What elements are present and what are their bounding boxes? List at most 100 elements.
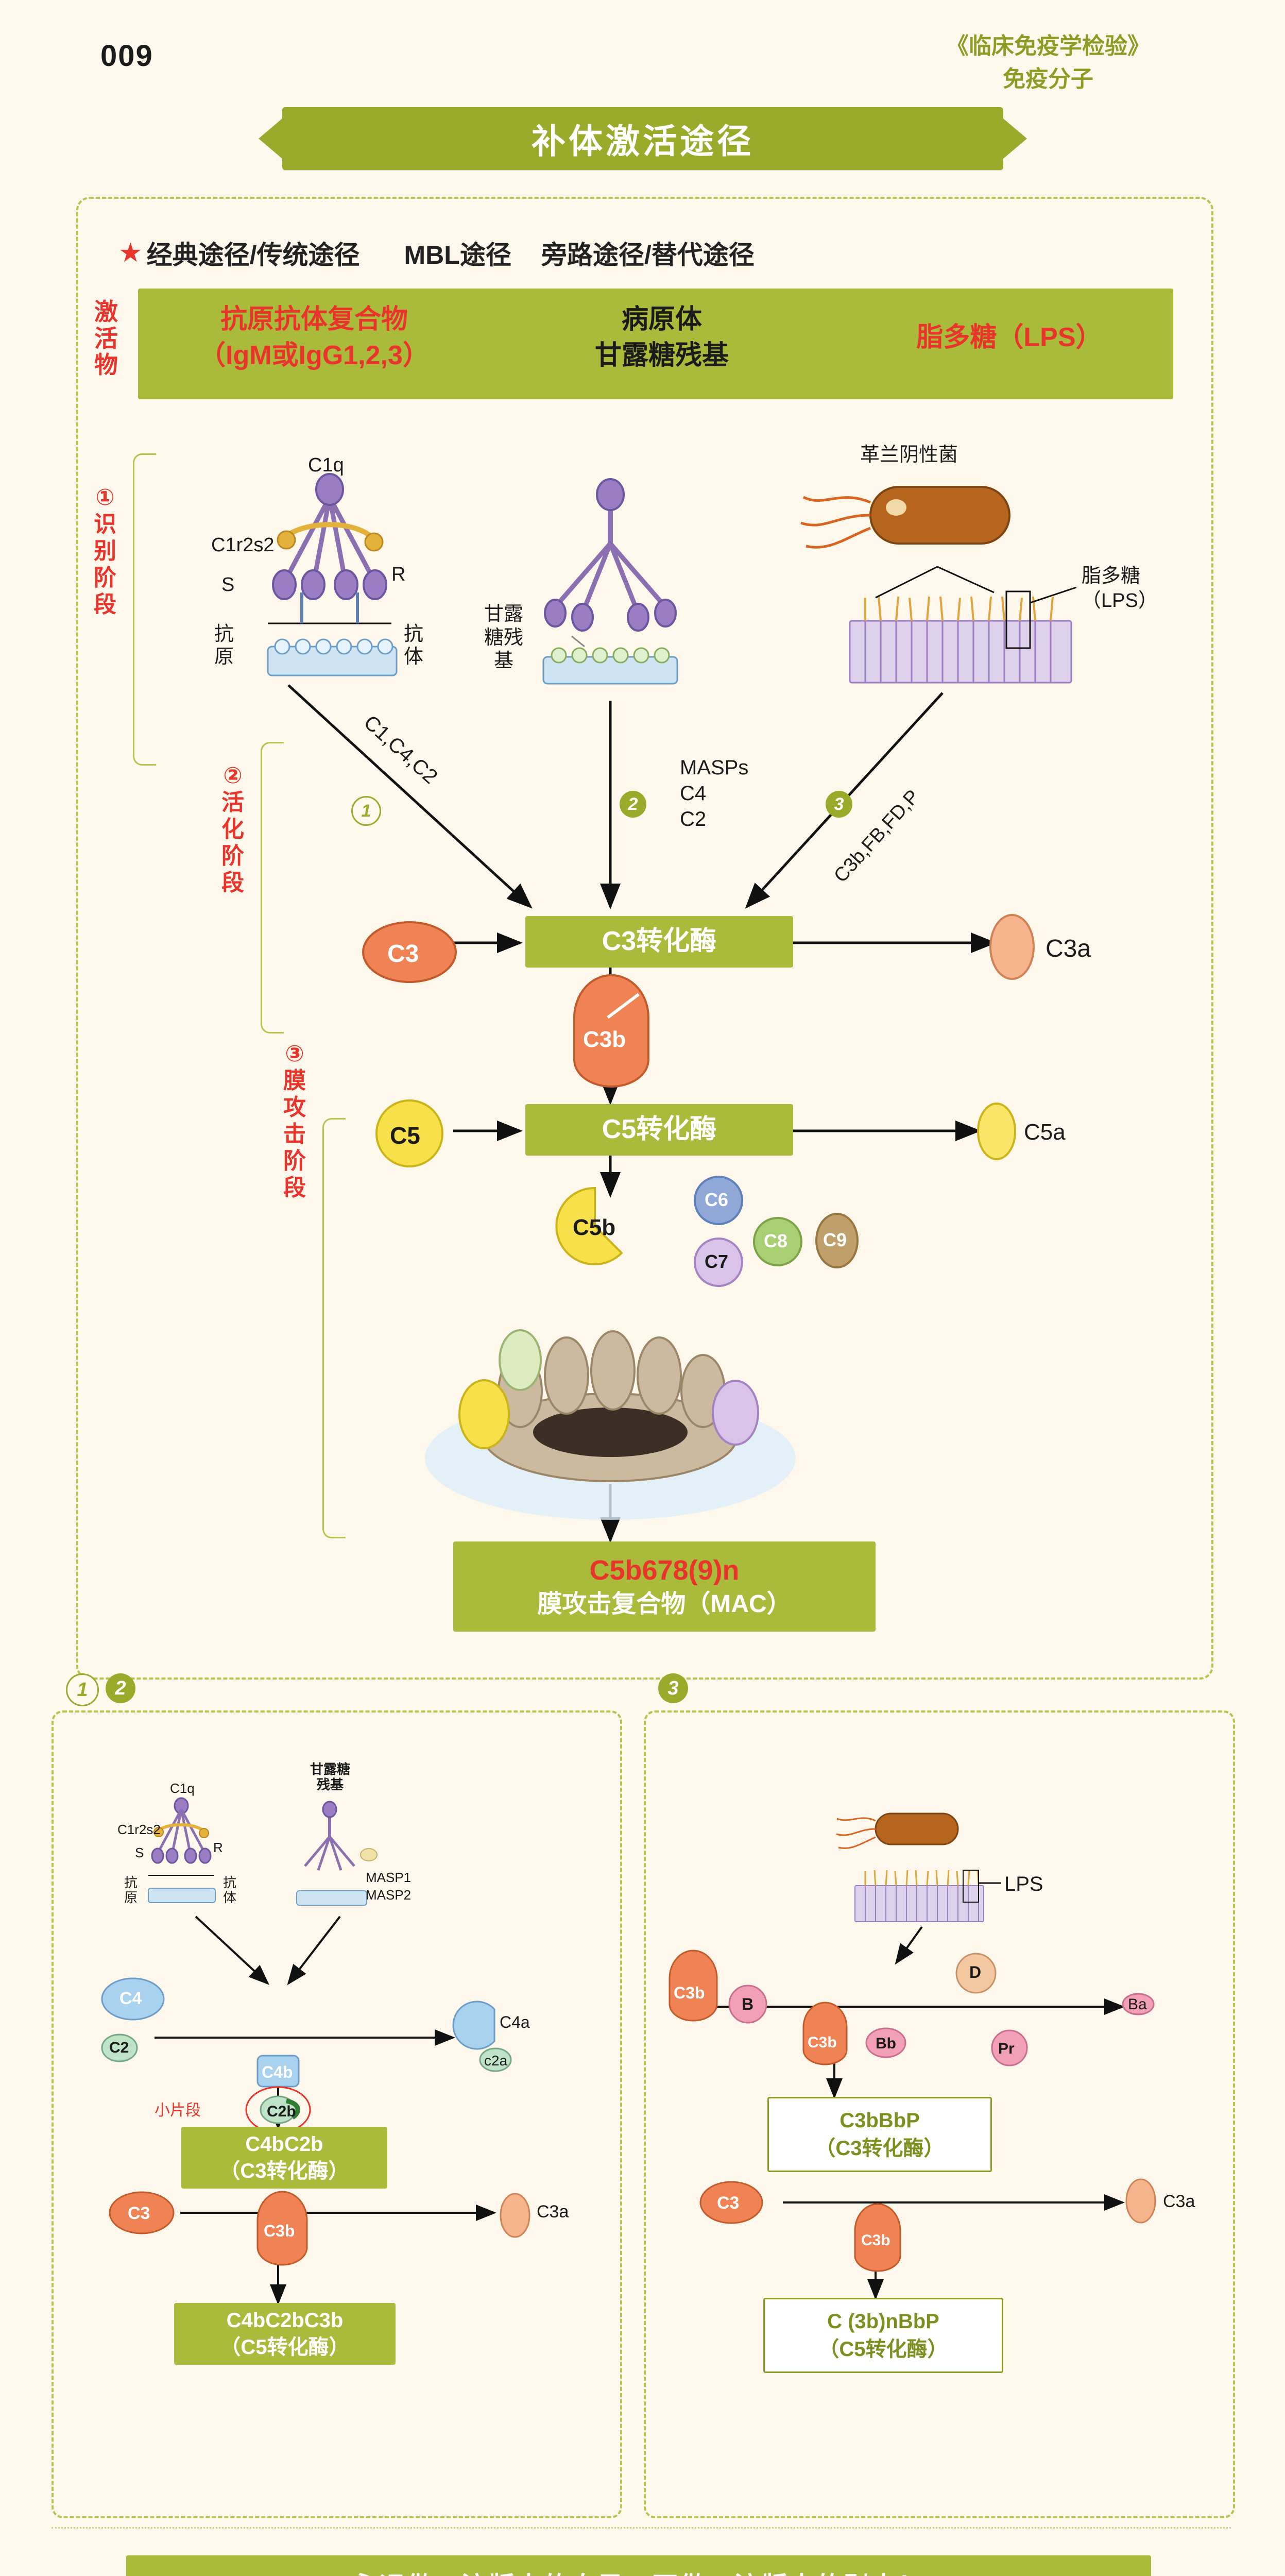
label-mannose: 甘露糖残基 [484,603,523,672]
c3a-shape [989,914,1035,980]
antigen-text: 抗原 [214,623,234,668]
label-c1q: C1q [308,454,344,476]
sub-label-c3a-left: C3a [537,2202,569,2222]
step-1-badge: 1 [351,796,381,826]
label-c5b: C5b [573,1215,616,1240]
sub-label-c3a-right: C3a [1163,2192,1195,2211]
c3bbbp-line1: C3bBbP [839,2109,920,2132]
c3nbbp-line2: （C5转化酶） [818,2338,948,2361]
pathway-row: ★ 经典途径/传统途径 MBL途径 旁路途径/替代途径 [118,234,1174,272]
label-c5: C5 [390,1122,420,1149]
c3-shape [362,921,457,983]
sub-label-c4b: C4b [262,2063,293,2081]
sub-label-masp2: MASP2 [366,1887,412,1903]
lps-membrane-icon [849,566,1077,684]
sub-label-c1r2s2: C1r2s2 [117,1822,161,1837]
activator-classical: 抗原抗体复合物 （IgM或IgG1,2,3） [155,301,474,374]
c4bc2b-line2: （C3转化酶） [219,2160,349,2182]
sub-label-antigen: 抗原 [124,1875,138,1905]
activator-classical-line2: （IgM或IgG1,2,3） [199,341,430,371]
c4bc2b-box: C4bC2b （C3转化酶） [181,2127,387,2189]
sub-label-c3b-r3: C3b [861,2232,890,2249]
step-2-badge: 2 [620,791,646,818]
sub-label-pr: Pr [998,2040,1015,2057]
c9-shape [815,1213,859,1268]
sub-badge-3: 3 [658,1673,688,1703]
activator-classical-line1: 抗原抗体复合物 [220,304,408,334]
c2-text: C2 [680,808,707,831]
label-c6: C6 [705,1189,729,1210]
label-gram-negative: 革兰阴性菌 [860,444,958,466]
mbl-complex-icon [542,478,678,685]
sub-label-c2b: C2b [267,2103,296,2120]
activator-alternative: 脂多糖（LPS） [916,323,1103,352]
footer-divider [52,2527,1231,2529]
arrow-classical [287,684,533,909]
sub-label-c2: C2 [109,2039,129,2056]
label-c1r2s2: C1r2s2 [211,534,275,556]
sub-left-drawings [101,1797,530,2305]
pathway-mbl: MBL途径 [404,241,511,269]
sub-label-lps: LPS [1004,1873,1043,1895]
sub-label-c4a: C4a [500,2013,530,2031]
c4bc2bc3b-line1: C4bC2bC3b [226,2309,344,2332]
book-title-line2: 免疫分子 [1003,66,1093,92]
label-c7: C7 [705,1251,729,1272]
sub-label-c4: C4 [119,1989,142,2008]
gram-negative-bacterium-icon [800,486,1010,549]
sub-label-s: S [135,1845,144,1860]
label-c5a: C5a [1024,1120,1066,1145]
c4bc2bc3b-line2: （C5转化酶） [220,2336,350,2359]
c3b-shape [573,974,649,1088]
mac-pore-icon [425,1329,796,1520]
stage-1-label: ①识别阶段 [94,485,116,617]
label-c3b: C3b [583,1027,626,1052]
sub-label-c3-right: C3 [717,2193,740,2213]
mac-formula: C5b678(9)n [589,1555,740,1586]
activator-band [138,289,1173,399]
stage-1-brace [133,453,156,766]
activator-mbl: 病原体 甘露糖残基 [554,301,770,374]
footer-slogan: 永远做一流版本的自己，不做二流版本的别人！ [126,2555,1151,2576]
sub-label-masp1: MASP1 [366,1870,412,1885]
sub-label-small-fragment: 小片段 [155,2102,201,2119]
c4-text: C4 [680,782,707,805]
c3nbbp-box: C (3b)nBbP （C5转化酶） [763,2298,1003,2373]
c3bbbp-line2: （C3转化酶） [815,2137,945,2160]
label-lps-top: 脂多糖 （LPS） [1082,564,1158,613]
sub-label-antibody: 抗体 [222,1875,236,1905]
sub-label-r: R [213,1840,223,1855]
book-title: 《临床免疫学检验》 免疫分子 [888,30,1208,96]
step-3-badge: 3 [826,791,852,818]
label-antibody: 抗体 [396,623,432,668]
sub-label-c2a: c2a [484,2053,508,2069]
sub-panel-alternative [644,1710,1235,2518]
sub-label-c3-left: C3 [128,2204,150,2223]
c5b-shape [555,1187,623,1265]
sub-badge-1: 1 [66,1673,99,1706]
label-c3a: C3a [1046,935,1091,962]
lps-line1: 脂多糖 [1082,565,1141,587]
stage-2-brace [261,742,284,1033]
label-c9: C9 [823,1229,847,1250]
label-s: S [221,574,235,596]
sub-badge-2: 2 [106,1673,135,1703]
label-antigen: 抗原 [206,623,242,668]
c3nbbp-line1: C (3b)nBbP [827,2310,939,2333]
mac-name: 膜攻击复合物（MAC） [537,1590,792,1618]
antibody-text: 抗体 [403,623,423,668]
pathway-alternative: 旁路途径/替代途径 [541,241,755,269]
label-c8: C8 [764,1230,788,1251]
sub-label-bb: Bb [876,2035,896,2052]
sub-label-ba: Ba [1128,1996,1147,2013]
main-diagram-box [76,197,1213,1680]
sub-label-d: D [969,1963,982,1981]
c7-shape [694,1238,743,1287]
sub-label-c3b-r1: C3b [674,1984,705,2002]
sub-panel-classical-mbl [52,1710,622,2518]
star-icon: ★ [118,238,143,268]
activator-mbl-line2: 甘露糖残基 [594,341,729,371]
page-title: 补体激活途径 [259,107,1027,170]
